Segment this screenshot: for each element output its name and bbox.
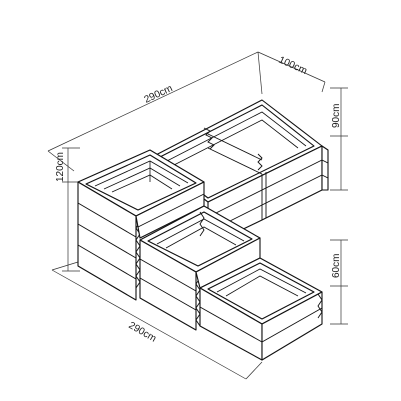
dimension-lines [47, 51, 348, 380]
label-bottom-length: 290cm [127, 320, 158, 345]
label-right-upper-height: 90cm [331, 104, 342, 128]
middle-bed [139, 205, 261, 331]
left-tall-bed [77, 149, 205, 301]
label-right-lower-height: 60cm [331, 254, 342, 278]
label-left-height: 120cm [55, 152, 66, 182]
label-top-length: 290cm [143, 83, 175, 106]
label-top-depth: 100cm [277, 55, 309, 77]
front-low-bed [199, 257, 323, 361]
